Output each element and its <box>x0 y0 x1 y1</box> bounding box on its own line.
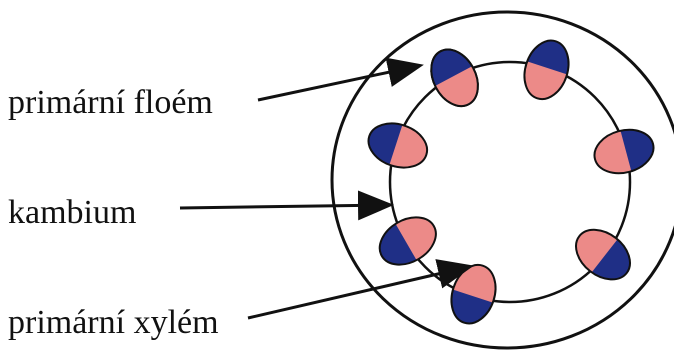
vascular-bundle <box>362 116 429 169</box>
vascular-bundles <box>362 34 659 330</box>
cambium-ring <box>388 60 632 304</box>
vascular-bundle <box>523 34 576 101</box>
bundle-outline <box>523 39 570 101</box>
vascular-bundle <box>593 123 659 175</box>
xylem-arrow <box>247 259 474 320</box>
label-primary-phloem: primární floém <box>8 84 213 121</box>
bundle-outline <box>430 48 479 108</box>
vascular-bundle <box>371 216 437 275</box>
vascular-bundle <box>421 41 479 108</box>
cambium-arrow <box>179 190 394 221</box>
bundle-outline <box>575 228 631 281</box>
bundle-outline <box>378 216 437 266</box>
phloem-arrow <box>257 57 424 102</box>
label-cambium: kambium <box>8 194 137 231</box>
bundle-outline <box>367 122 429 169</box>
stem-outline <box>330 10 674 350</box>
bundle-outline <box>593 128 655 175</box>
vascular-bundle <box>575 228 640 290</box>
label-primary-xylem: primární xylém <box>8 304 219 341</box>
